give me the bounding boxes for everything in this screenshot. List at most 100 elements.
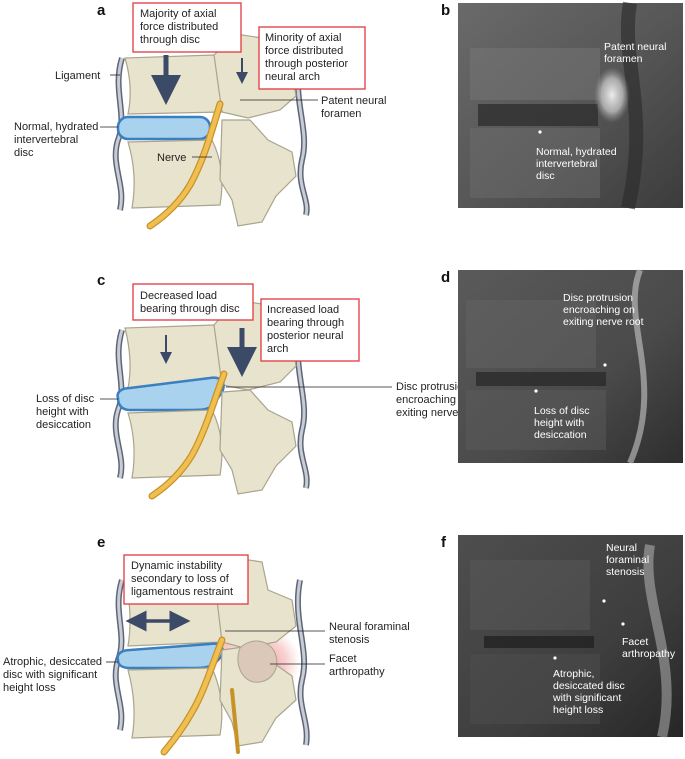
callout-increased-line: bearing through xyxy=(267,317,344,329)
mri-f-stenosis-line: foraminal xyxy=(606,554,649,566)
panel-letter-c: c xyxy=(97,272,105,289)
mri-d-height-line: desiccation xyxy=(534,429,587,441)
mri-f-atrophic-line: height loss xyxy=(553,704,603,716)
label-height-loss-line: desiccation xyxy=(36,419,91,431)
label-disc-line: intervertebral xyxy=(14,134,78,146)
mri-d-height-line: height with xyxy=(534,417,584,429)
callout-instability-line: secondary to loss of xyxy=(131,573,230,585)
label-foramen-line: Patent neural xyxy=(321,95,386,107)
label-disc-line: Normal, hydrated xyxy=(14,121,98,133)
callout-majority-line: through disc xyxy=(140,34,200,46)
callout-decreased-line: bearing through disc xyxy=(140,303,240,315)
label-atrophic-line: Atrophic, desiccated xyxy=(3,656,102,668)
callout-majority-box xyxy=(132,2,242,53)
panel-letter-b: b xyxy=(441,2,450,19)
mri-b-disc-line: disc xyxy=(536,170,555,182)
label-facet-line: Facet xyxy=(329,653,357,665)
callout-minority-line: neural arch xyxy=(265,71,320,83)
mri-f-stenosis-line: stenosis xyxy=(606,566,645,578)
mri-image-d xyxy=(458,270,683,463)
mri-f-atrophic-line: with significant xyxy=(552,692,621,704)
label-atrophic-line: height loss xyxy=(3,682,56,694)
callout-minority-line: force distributed xyxy=(265,45,343,57)
callout-minority-line: Minority of axial xyxy=(265,32,341,44)
label-atrophic-line: disc with significant xyxy=(3,669,97,681)
mri-f-atrophic-line: desiccated disc xyxy=(553,680,625,692)
callout-instability-line: ligamentous restraint xyxy=(131,586,233,598)
callout-increased-line: arch xyxy=(267,343,288,355)
atrophic-disc xyxy=(116,642,224,670)
label-disc-line: disc xyxy=(14,147,34,159)
panel-letter-e: e xyxy=(97,534,105,551)
callout-instability-box xyxy=(123,554,249,605)
callout-increased-box xyxy=(260,298,360,362)
mri-d-protrusion-line: encroaching on xyxy=(563,304,635,316)
mri-d-protrusion-line: exiting nerve root xyxy=(563,316,644,328)
bright-foramen-spot xyxy=(594,67,630,123)
mri-f-stenosis-line: Neural xyxy=(606,542,637,554)
mri-f-facet-line: arthropathy xyxy=(622,648,676,660)
mri-b-foramen-line: foramen xyxy=(604,53,643,65)
lower-neural-arch xyxy=(219,119,297,227)
label-protrusion-line: encroaching on xyxy=(396,394,471,406)
callout-minority-box xyxy=(258,26,366,90)
lower-vertebra xyxy=(127,409,223,479)
label-height-loss-line: Loss of disc xyxy=(36,393,95,405)
callout-decreased-box xyxy=(132,283,254,321)
upper-vertebra xyxy=(124,54,225,115)
callout-increased-line: posterior neural xyxy=(267,330,343,342)
callout-instability-line: Dynamic instability xyxy=(131,560,223,572)
label-height-loss-line: height with xyxy=(36,406,89,418)
mri-d-height-line: Loss of disc xyxy=(534,405,589,417)
mri-f-facet-line: Facet xyxy=(622,636,648,648)
panel-letter-a: a xyxy=(97,2,106,19)
callout-decreased-line: Decreased load xyxy=(140,290,217,302)
label-nerve: Nerve xyxy=(157,152,186,164)
panel-letter-d: d xyxy=(441,269,450,286)
mri-f-atrophic-line: Atrophic, xyxy=(553,668,594,680)
label-facet-line: arthropathy xyxy=(329,666,385,678)
label-protrusion-line: Disc protrusion xyxy=(396,381,469,393)
callout-increased-line: Increased load xyxy=(267,304,339,316)
callout-majority-line: force distributed xyxy=(140,21,218,33)
lower-neural-arch xyxy=(219,389,297,495)
label-stenosis-line: Neural foraminal xyxy=(329,621,410,633)
callout-minority-line: through posterior xyxy=(265,58,348,70)
label-foramen-line: foramen xyxy=(321,108,361,120)
lower-vertebra xyxy=(127,667,223,739)
mri-b-foramen-line: Patent neural xyxy=(604,41,666,53)
facet-hypertrophy xyxy=(237,640,278,683)
hydrated-disc xyxy=(116,115,212,141)
callout-majority-line: Majority of axial xyxy=(140,8,216,20)
mri-b-disc-line: intervertebral xyxy=(536,158,597,170)
mri-d-protrusion-line: Disc protrusion xyxy=(563,292,633,304)
mri-b-disc-line: Normal, hydrated xyxy=(536,146,617,158)
panel-letter-f: f xyxy=(441,534,447,551)
label-ligament: Ligament xyxy=(55,70,100,82)
